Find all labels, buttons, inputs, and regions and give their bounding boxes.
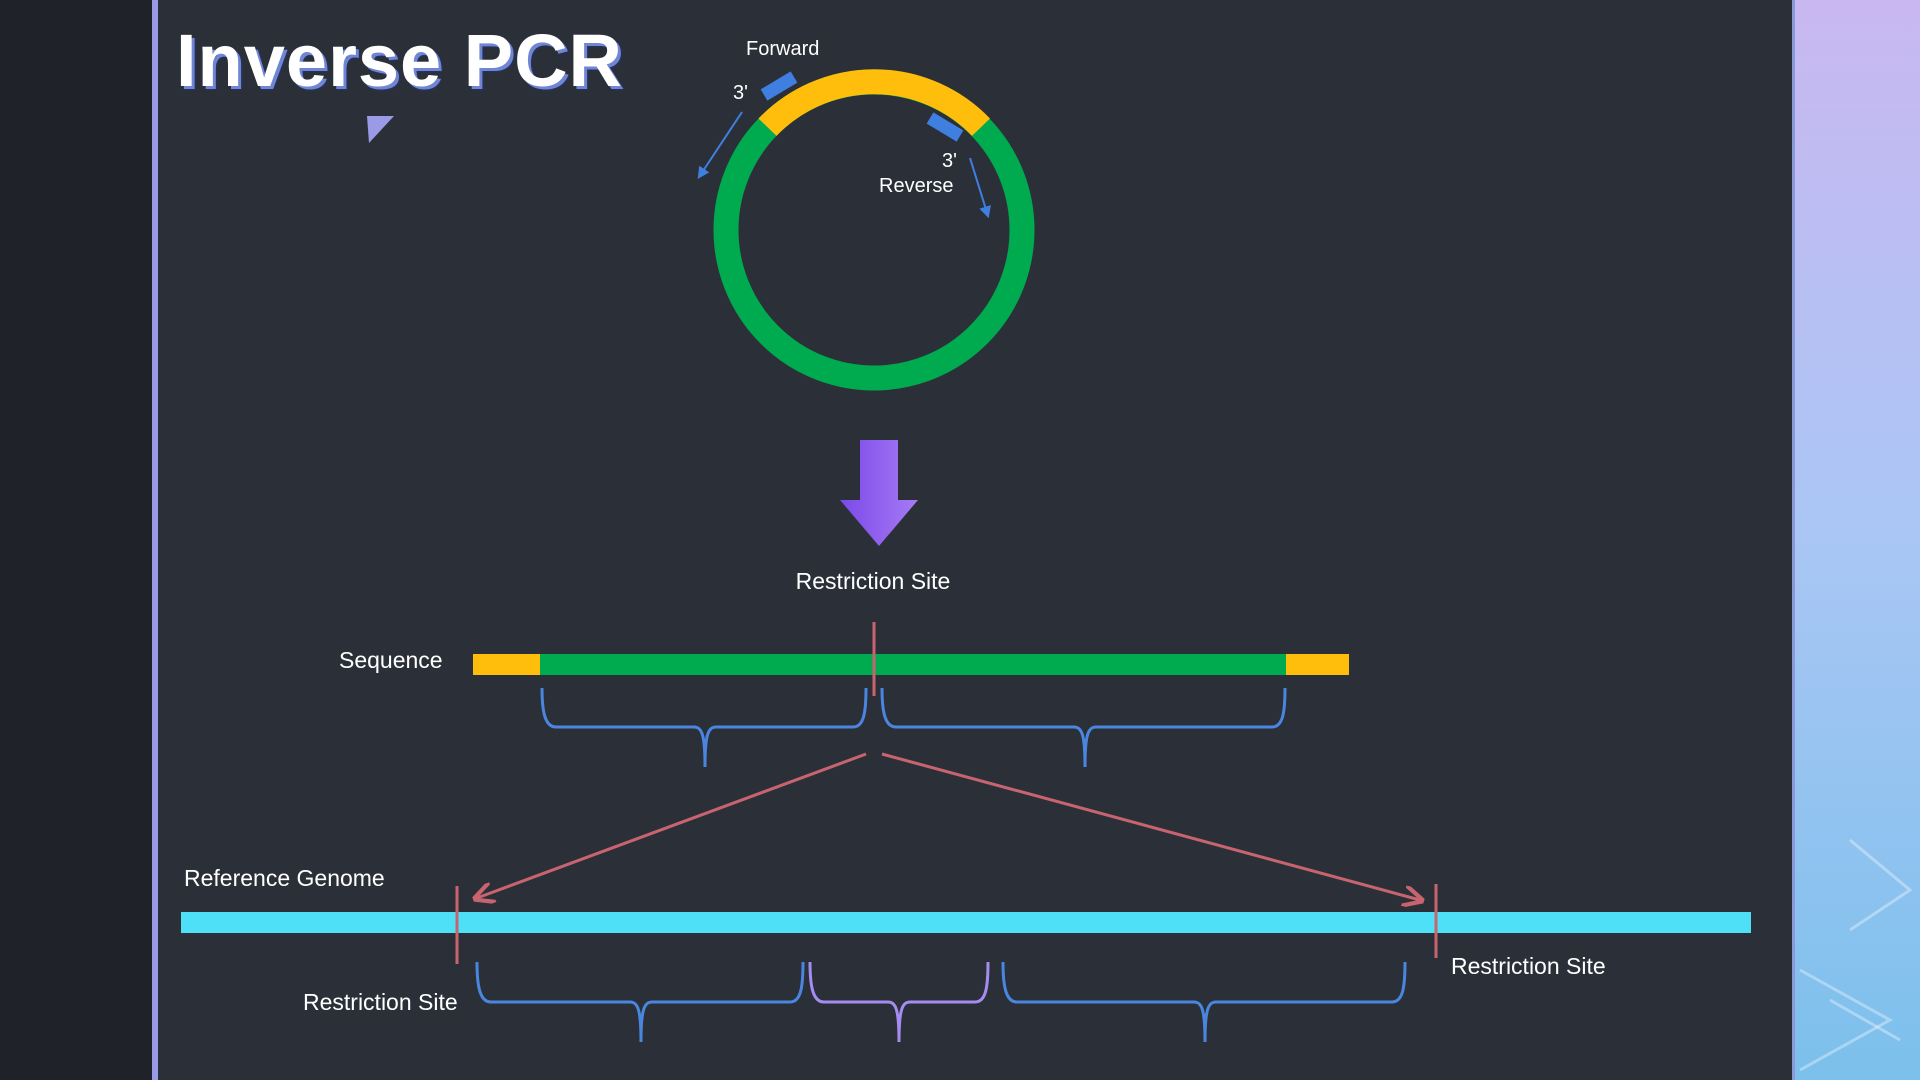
triangle-marker-icon — [367, 116, 394, 143]
reverse-end-label: 3' — [942, 150, 957, 172]
reverse-primer — [926, 112, 964, 142]
decorative-chevrons — [1799, 838, 1913, 1072]
sequence-label: Sequence — [339, 647, 443, 673]
sequence-green — [540, 654, 1287, 675]
restriction-site-top-label: Restriction Site — [796, 568, 951, 594]
sequence-bracket-left — [540, 687, 868, 768]
forward-direction-arrow — [697, 111, 743, 180]
forward-label: Forward — [746, 38, 819, 60]
reverse-direction-arrow — [969, 157, 991, 219]
reference-genome-bar — [181, 912, 1751, 933]
sequence-yellow-left — [473, 654, 541, 675]
plasmid-insert-arc — [758, 69, 991, 136]
down-arrow-icon — [840, 440, 918, 546]
sequence-bracket-right — [880, 687, 1287, 768]
genome-bracket-right — [1001, 961, 1407, 1043]
genome-bracket-left — [475, 961, 805, 1043]
page-title: Inverse PCR — [176, 19, 623, 102]
forward-end-label: 3' — [733, 82, 748, 104]
sequence-yellow-right — [1286, 654, 1349, 675]
genome-bracket-middle — [808, 961, 990, 1043]
reverse-label: Reverse — [879, 175, 953, 197]
mapping-arrow-right — [881, 752, 1420, 900]
reference-genome-label: Reference Genome — [184, 865, 385, 891]
restriction-site-left-label: Restriction Site — [303, 989, 458, 1015]
forward-primer — [760, 71, 798, 101]
mapping-arrow-left — [477, 752, 867, 898]
restriction-site-right-label: Restriction Site — [1451, 953, 1606, 979]
